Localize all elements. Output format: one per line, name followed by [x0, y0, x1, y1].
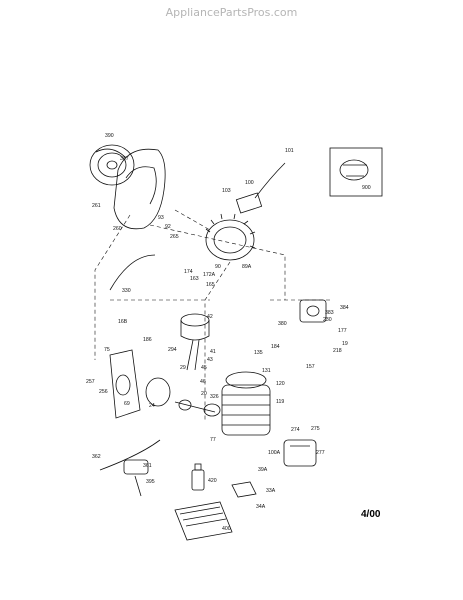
- part-label: 395: [146, 479, 155, 485]
- part-label: 326: [210, 394, 219, 400]
- part-label: 42: [207, 314, 213, 320]
- inset-box: [329, 147, 383, 197]
- part-label: 131: [262, 368, 271, 374]
- part-label: 275: [311, 426, 320, 432]
- part-label: 90: [215, 264, 221, 270]
- part-label: 75: [104, 347, 110, 353]
- side-cover-drawing: [109, 349, 141, 419]
- part-label: 383: [325, 310, 334, 316]
- part-label: 380: [278, 321, 287, 327]
- part-label: 93: [158, 215, 164, 221]
- part-label: 92: [165, 224, 171, 230]
- wire-harness-drawing: [109, 254, 156, 291]
- part-label: 184: [271, 344, 280, 350]
- part-label: 261: [92, 203, 101, 209]
- part-label: 230: [323, 317, 332, 323]
- part-label: 89A: [242, 264, 252, 270]
- part-label: 390: [105, 133, 114, 139]
- part-label: 34A: [256, 504, 266, 510]
- crankshaft-drawing: [174, 399, 221, 417]
- oil-bottle-drawing: [191, 463, 205, 491]
- leader-lines: [94, 209, 330, 420]
- connecting-rod-drawing: [186, 339, 200, 371]
- part-label: 186: [143, 337, 152, 343]
- primer-assembly-drawing: [99, 439, 161, 497]
- part-label: 69: [124, 401, 130, 407]
- carburetor-drawing: [299, 299, 327, 323]
- revision-date: 4/00: [361, 509, 381, 520]
- cylinder-block-drawing: [221, 371, 271, 436]
- part-label: 100A: [268, 450, 281, 456]
- part-label: 29: [180, 365, 186, 371]
- part-label: 361: [143, 463, 152, 469]
- part-label: 165: [206, 282, 215, 288]
- gasket-drawing: [145, 377, 171, 407]
- part-label: 420: [208, 478, 217, 484]
- blower-housing-drawing: [113, 148, 166, 230]
- part-label: 330: [122, 288, 131, 294]
- part-label: 120: [276, 381, 285, 387]
- part-label: 33A: [266, 488, 276, 494]
- part-label: 256: [99, 389, 108, 395]
- part-label: 294: [168, 347, 177, 353]
- recoil-starter-drawing: [89, 144, 135, 186]
- part-label: 218: [333, 348, 342, 354]
- part-label: 274: [291, 427, 300, 433]
- part-label: 384: [340, 305, 349, 311]
- part-label: 46: [200, 379, 206, 385]
- mount-plate-drawing: [231, 481, 257, 498]
- part-label: 260: [113, 226, 122, 232]
- part-label: 174: [184, 269, 193, 275]
- flywheel-drawing: [205, 213, 256, 261]
- watermark: AppliancePartsPros.com: [165, 6, 298, 19]
- part-label: 265: [170, 234, 179, 240]
- part-label: 157: [306, 364, 315, 370]
- part-label: 45: [201, 365, 207, 371]
- part-label: 400: [222, 526, 231, 532]
- engine-inset-drawing: [339, 159, 369, 181]
- part-label: 257: [86, 379, 95, 385]
- part-label: 337: [120, 156, 129, 162]
- part-label: 101: [285, 148, 294, 154]
- piston-drawing: [180, 313, 210, 341]
- part-label: 77: [210, 437, 216, 443]
- part-label: 362: [92, 454, 101, 460]
- part-label: 135: [254, 350, 263, 356]
- part-label: 39A: [258, 467, 268, 473]
- part-label: 100: [245, 180, 254, 186]
- part-label: 41: [210, 349, 216, 355]
- part-label: 20: [201, 391, 207, 397]
- part-label: 43: [207, 357, 213, 363]
- part-label: 177: [338, 328, 347, 334]
- ignition-module-drawing: [235, 162, 286, 214]
- part-label: 163: [190, 276, 199, 282]
- part-label: 172A: [203, 272, 216, 278]
- part-label: 24: [149, 403, 155, 409]
- part-label: 900: [362, 185, 371, 191]
- muffler-drawing: [283, 439, 317, 467]
- manual-drawing: [174, 501, 233, 541]
- part-label: 19: [342, 341, 348, 347]
- part-label: 16B: [118, 319, 128, 325]
- part-label: 119: [276, 399, 284, 405]
- part-label: 103: [222, 188, 231, 194]
- part-label: 277: [316, 450, 325, 456]
